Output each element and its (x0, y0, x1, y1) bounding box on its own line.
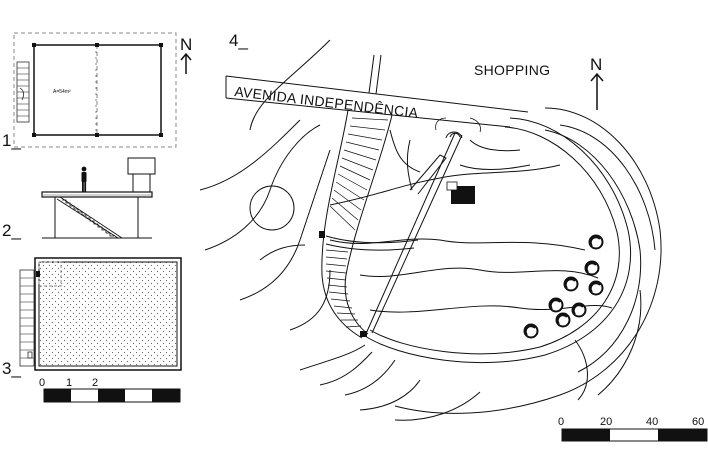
shopping-label: SHOPPING (474, 62, 550, 78)
surface-outer (34, 257, 182, 371)
tree-icon (588, 234, 604, 250)
main-ramp-outer (321, 109, 363, 339)
ramp-hatch (325, 117, 389, 328)
ramp-landing (319, 231, 325, 238)
plan-north-label: N (180, 35, 192, 54)
surface-plan (19, 257, 182, 371)
ramp-diagonal-a (364, 132, 456, 337)
tree-icon (563, 276, 579, 292)
large-scale-tick-0: 0 (558, 416, 564, 428)
figure-4-label: 4_ (229, 31, 248, 50)
tree-icon (588, 280, 604, 296)
lake-loop-outer (364, 117, 632, 364)
site-contours (199, 39, 662, 421)
plan-area-label: A=54m² (53, 89, 71, 95)
surface-stair (19, 269, 35, 367)
small-scale-bar (43, 388, 181, 403)
section-deck (41, 191, 153, 198)
avenue-edge-top (225, 75, 529, 113)
ramp-diagonal-b (371, 134, 463, 334)
main-ramp-inner (344, 114, 393, 335)
small-scale-tick-1: 1 (66, 377, 72, 389)
tree-icon (548, 297, 564, 313)
avenue-edge-bottom (225, 97, 511, 128)
section-sign (127, 157, 156, 175)
floor-plan (13, 32, 177, 148)
site-north-label: N (590, 55, 602, 74)
large-scale-tick-20: 20 (600, 416, 612, 428)
small-scale-tick-2: 2 (92, 377, 98, 389)
large-scale-tick-60: 60 (692, 416, 704, 428)
tree-icons (523, 234, 604, 339)
section-view (41, 157, 156, 239)
large-scale-tick-40: 40 (646, 416, 658, 428)
tree-icon (555, 312, 571, 328)
plan-dashed-outline (13, 32, 177, 148)
street-name-label: AVENIDA INDEPENDÊNCIA (234, 83, 420, 121)
figure-2-label: 2_ (2, 221, 21, 240)
tree-icon (584, 260, 600, 276)
kiosk-building (451, 186, 475, 204)
plan-columns (32, 43, 163, 137)
figure-3-label: 3_ (2, 359, 21, 378)
plan-north-arrow-icon (180, 52, 192, 74)
lake-loop-inner (369, 126, 620, 355)
fountain-icon (445, 131, 463, 139)
circular-plaza (249, 185, 295, 231)
plan-stair (16, 61, 30, 123)
site-boundary (394, 107, 662, 414)
figure-1-label: 1_ (2, 131, 21, 150)
human-figure-icon (81, 166, 87, 192)
tree-icon (571, 302, 587, 318)
small-scale-tick-0: 0 (39, 377, 45, 389)
site-north-arrow-icon (590, 72, 604, 110)
section-stair (56, 196, 123, 239)
large-scale-bar (561, 428, 708, 442)
surface-hatch (38, 261, 178, 367)
tree-icon (523, 323, 539, 339)
